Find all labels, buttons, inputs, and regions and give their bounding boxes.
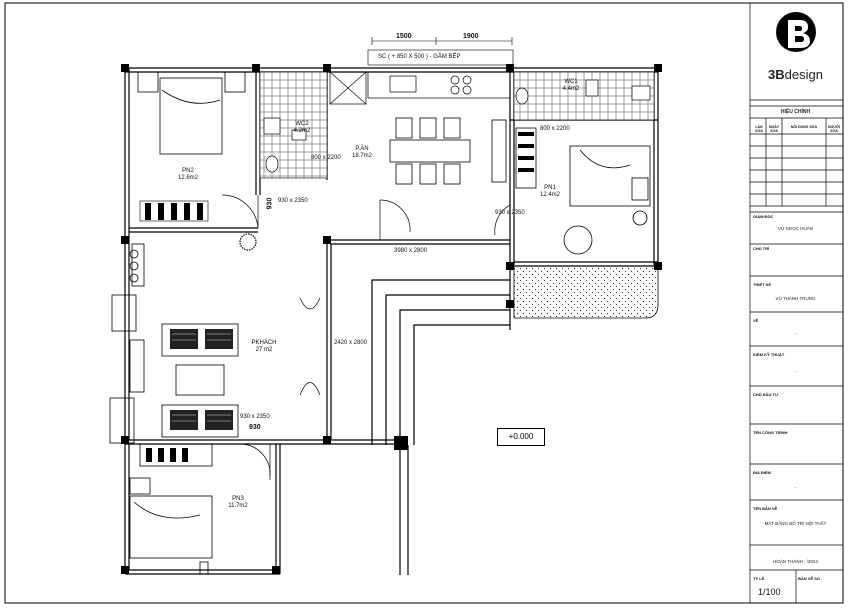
dim-door-pn2-width: 930 xyxy=(266,197,274,210)
top-dimension xyxy=(367,37,514,66)
room-dining: P.ĂN 18.7m2 xyxy=(344,146,380,160)
level-marker: +0.000 xyxy=(497,428,545,446)
investor-label: CHỦ ĐẦU TƯ xyxy=(753,392,779,397)
dim-opening-living: 2420 x 2800 xyxy=(334,340,368,346)
drawing-name: MẶT BẰNG BỐ TRÍ NỘI THẤT xyxy=(764,521,827,526)
brand-light: design xyxy=(784,67,823,82)
brand-logo xyxy=(776,12,816,52)
balcony xyxy=(513,265,659,319)
drafter-label: VẼ xyxy=(753,318,759,323)
designer-label: THIẾT KẾ xyxy=(753,282,772,287)
kitchen-note: SC ( + 850 X 500 ) - GẦM BẾP xyxy=(378,54,461,60)
rev-col-2: NGÀY SỬA xyxy=(768,125,780,133)
rev-col-3: NỘI DUNG SỬA xyxy=(790,125,818,129)
pn1-furniture xyxy=(515,127,651,255)
room-dining-name: P.ĂN xyxy=(355,146,369,152)
room-wc2-name: WC2 xyxy=(295,121,309,127)
title-block: 3Bdesign HIỆU CHỈNH LẦN SỬA NGÀY SỬA NỘI… xyxy=(750,3,843,603)
project-label: TÊN CÔNG TRÌNH xyxy=(753,430,788,435)
completed: HOÀN THÀNH : /2024 xyxy=(773,559,818,564)
room-pn2-name: PN2 xyxy=(182,168,194,174)
checker-label: KIỂM KỸ THUẬT xyxy=(753,352,785,357)
drawing-label: TÊN BẢN VẼ xyxy=(753,506,778,511)
pn2-wardrobe xyxy=(145,203,203,220)
scale-label: TỶ LỆ xyxy=(753,576,765,581)
columns xyxy=(121,64,662,574)
dining-set xyxy=(389,117,507,185)
room-pn1-name: PN1 xyxy=(544,185,556,191)
rev-col-4: NGƯỜI SỬA xyxy=(827,125,841,133)
room-pn2: PN2 12.6m2 xyxy=(170,168,206,182)
room-living-name: PKHÁCH xyxy=(251,340,277,346)
director-label: GIÁM ĐỐC xyxy=(753,214,774,219)
brand-name: 3Bdesign xyxy=(750,67,841,82)
doors xyxy=(221,194,511,480)
room-pn3-area: 11.7m2 xyxy=(228,502,248,509)
room-pn2-area: 12.6m2 xyxy=(177,174,198,181)
living-furniture xyxy=(109,243,239,444)
wc1-floor xyxy=(513,71,655,121)
drafter-value: - xyxy=(794,331,797,336)
location-value: - xyxy=(794,485,797,490)
room-wc2-area: 4.2m2 xyxy=(293,127,311,134)
sheet-border xyxy=(4,2,844,604)
title-block-lines xyxy=(749,2,844,604)
brand-bold: 3B xyxy=(768,67,785,82)
room-pn3: PN3 11.7m2 xyxy=(220,496,256,510)
sheet-label: BẢN VẼ SỐ xyxy=(798,576,821,581)
room-wc2: WC2 4.2m2 xyxy=(284,121,320,135)
dim-door-pn3: 930 x 2350 xyxy=(240,414,270,420)
room-pn1: PN1 12.4m2 xyxy=(532,185,568,199)
scale-value: 1/100 xyxy=(758,587,781,597)
pn1-shelves xyxy=(518,132,534,172)
room-living: PKHÁCH 27 m2 xyxy=(244,340,284,354)
dim-door-wc2: 800 x 2200 xyxy=(311,155,341,161)
dim-door-pn1: 930 x 2350 xyxy=(495,210,525,216)
plant xyxy=(239,233,257,251)
dim-opening-dining: 3980 x 2800 xyxy=(394,248,428,254)
room-wc1-area: 4.4m2 xyxy=(562,85,580,92)
director-name: VŨ NGỌC HUÂN xyxy=(777,226,813,231)
room-dining-area: 18.7m2 xyxy=(351,152,372,159)
wc2-fixtures xyxy=(263,117,307,173)
dim-top-left: 1500 xyxy=(396,33,412,40)
pn3-furniture xyxy=(129,443,213,575)
revision-title: HIỆU CHỈNH xyxy=(780,109,811,115)
room-living-area: 27 m2 xyxy=(255,346,273,353)
dim-door-pn3-width: 930 xyxy=(249,424,261,431)
room-wc1: WC1 4.4m2 xyxy=(553,79,589,93)
room-wc1-name: WC1 xyxy=(564,79,578,85)
room-pn1-area: 12.4m2 xyxy=(539,191,560,198)
room-pn3-name: PN3 xyxy=(232,496,244,502)
dim-door-pn2: 930 x 2350 xyxy=(278,198,308,204)
checker-value: - xyxy=(794,369,797,374)
kitchen-counter xyxy=(329,71,511,105)
location-label: ĐỊA ĐIỂM xyxy=(753,470,771,475)
pn2-bed xyxy=(137,71,246,155)
rev-col-1: LẦN SỬA xyxy=(755,125,763,133)
lead-label: CHỦ TRÌ xyxy=(753,246,770,251)
dim-top-right: 1900 xyxy=(463,33,479,40)
designer-name: VŨ THÀNH TRUNG xyxy=(775,296,816,301)
wc1-fixtures xyxy=(515,79,651,105)
pn3-wardrobe xyxy=(146,448,188,462)
dim-door-wc1: 800 x 2200 xyxy=(540,126,570,132)
